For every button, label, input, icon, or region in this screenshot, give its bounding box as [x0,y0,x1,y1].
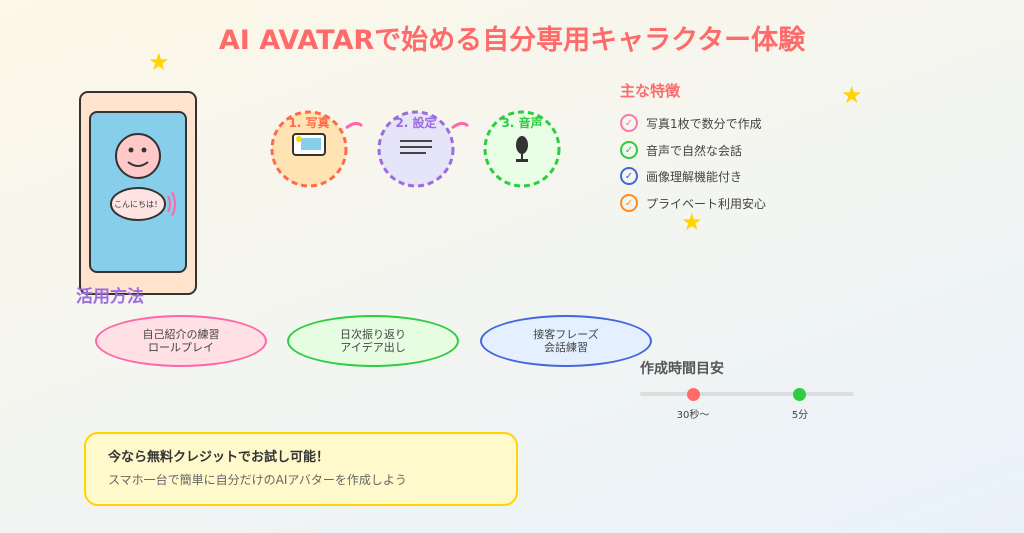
speech-bubble [110,187,166,221]
use-line: ロールプレイ [148,341,214,354]
time-marker-start [687,388,700,401]
microphone-icon [516,136,528,162]
feature-text: 音声で自然な会話 [646,143,743,158]
time-label: 30秒〜 [676,410,710,421]
time-title: 作成時間目安 [640,361,724,377]
star-icon: ★ [681,208,703,236]
check-icon: ✓ [620,114,638,132]
speech-text: こんにちは！ [114,200,162,209]
step-1-label: 1. 写真 [288,116,330,130]
use-line: 日次振り返り [340,328,406,341]
cta-heading: 今なら無料クレジットでお試し可能！ [108,450,330,465]
avatar-face [115,133,161,179]
page-title: AI AVATARで始める自分専用キャラクター体験 [218,25,806,56]
steps-diagram [270,110,561,188]
features-title: 主な特徴 [620,82,681,100]
use-case-oval: 日次振り返りアイデア出し [287,315,459,367]
star-icon: ★ [148,48,170,76]
check-icon: ✓ [620,194,638,212]
time-marker-end [793,388,806,401]
use-case-oval: 自己紹介の練習ロールプレイ [95,315,267,367]
use-line: アイデア出し [340,341,406,354]
use-line: 接客フレーズ [533,328,599,341]
uses-title: 活用方法 [76,287,144,307]
cta-box: 今なら無料クレジットでお試し可能！ スマホ一台で簡単に自分だけのAIアバターを作… [84,432,518,506]
use-case-oval: 接客フレーズ会話練習 [480,315,652,367]
feature-text: プライベート利用安心 [646,196,767,211]
feature-text: 写真1枚で数分で作成 [646,116,762,131]
feature-item: ✓ 音声で自然な会話 [620,140,742,160]
use-line: 自己紹介の練習 [142,328,220,341]
step-3-label: 3. 音声 [501,116,543,130]
feature-text: 画像理解機能付き [646,169,743,184]
step-2-label: 2. 設定 [395,116,437,130]
feature-item: ✓ 画像理解機能付き [620,166,742,186]
settings-lines-icon [400,140,432,154]
use-line: 会話練習 [544,341,588,354]
check-icon: ✓ [620,167,638,185]
time-track [640,392,854,396]
star-icon: ★ [841,81,863,109]
phone-illustration [79,91,197,295]
check-icon: ✓ [620,141,638,159]
cta-subtext: スマホ一台で簡単に自分だけのAIアバターを作成しよう [108,473,407,487]
feature-item: ✓ 写真1枚で数分で作成 [620,113,762,133]
time-label: 5分 [791,410,809,421]
feature-item: ✓ プライベート利用安心 [620,193,766,213]
photo-icon [292,133,326,156]
